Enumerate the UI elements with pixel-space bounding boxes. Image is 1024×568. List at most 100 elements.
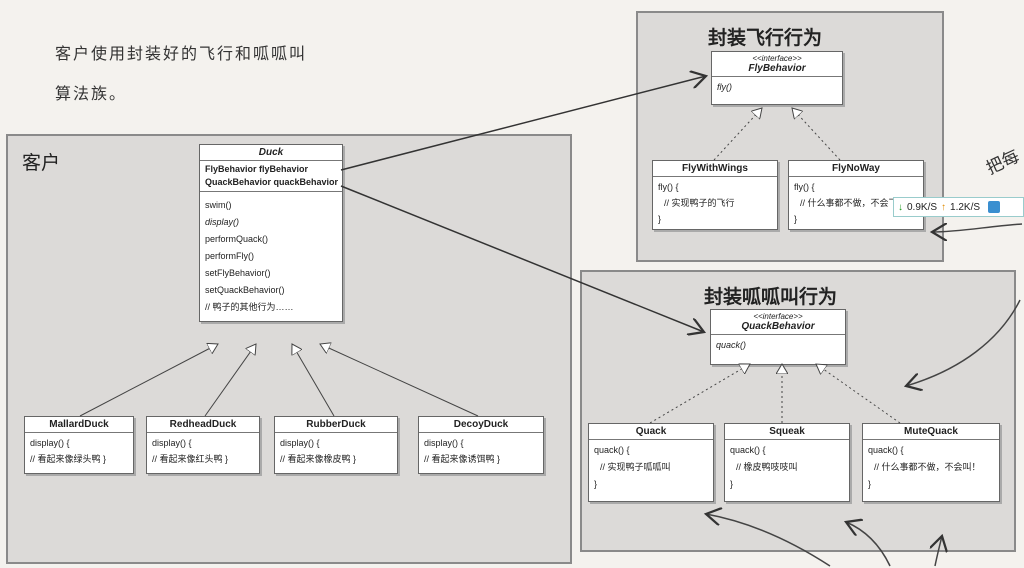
method-line: // 实现鸭子呱呱叫: [600, 462, 671, 472]
method-line: }: [868, 479, 872, 489]
class-name: MallardDuck: [25, 417, 133, 433]
handwritten-arrow: [932, 224, 1023, 232]
client-group-label: 客户: [22, 153, 61, 174]
method-line: quack() {: [594, 445, 630, 455]
handwritten-arrow: [935, 536, 942, 567]
class-methods: display() { // 看起来像橡皮鸭 }: [275, 433, 397, 473]
duck-method: performQuack(): [205, 234, 269, 244]
method-line: // 什么事都不做，不会叫！: [874, 462, 981, 472]
class-name: FlyWithWings: [653, 161, 777, 177]
duck-method: performFly(): [205, 251, 254, 261]
upload-speed: 1.2K/S: [950, 201, 981, 213]
inheritance-line: [320, 344, 479, 417]
note-line-1: 客户使用封装好的飞行和呱呱叫: [55, 44, 308, 63]
duck-method: display(): [205, 217, 240, 227]
fly-behavior-interface: <<interface>> FlyBehavior fly(): [711, 51, 843, 105]
class-methods: fly() { // 什么事都不做，不会飞！ }: [789, 177, 923, 229]
realization-line: [792, 108, 841, 161]
handwritten-arrow: [706, 514, 831, 567]
inheritance-line: [204, 344, 256, 417]
class-name: Squeak: [725, 424, 849, 440]
interface-name: <<interface>> FlyBehavior: [712, 52, 842, 77]
method-line: quack() {: [730, 445, 766, 455]
duck-method: setFlyBehavior(): [205, 268, 271, 278]
association-arrow: [340, 76, 706, 171]
inheritance-line: [79, 344, 218, 417]
network-speed-widget[interactable]: ↓ 0.9K/S ↑ 1.2K/S: [893, 197, 1024, 217]
quack-group-label: 封装呱呱叫行为: [704, 287, 838, 308]
class-name: FlyNoWay: [789, 161, 923, 177]
method-line: // 实现鸭子的飞行: [664, 198, 735, 208]
squeak-class: Squeak quack() { // 橡皮鸭吱吱叫 }: [724, 423, 850, 502]
method-line: // 看起来像绿头鸭 }: [30, 454, 107, 464]
rubber-duck-class: RubberDuck display() { // 看起来像橡皮鸭 }: [274, 416, 398, 474]
method-line: display() {: [424, 438, 464, 448]
duck-field: FlyBehavior flyBehavior: [205, 164, 309, 174]
realization-line: [649, 364, 750, 424]
fly-group-label: 封装飞行行为: [708, 28, 823, 49]
class-methods: quack() { // 橡皮鸭吱吱叫 }: [725, 440, 849, 501]
duck-class: Duck FlyBehavior flyBehavior QuackBehavi…: [199, 144, 343, 322]
note-line-2: 算法族。: [55, 84, 128, 103]
duck-field: QuackBehavior quackBehavior: [205, 177, 339, 187]
method-line: fly() {: [658, 182, 679, 192]
fly-no-way-class: FlyNoWay fly() { // 什么事都不做，不会飞！ }: [788, 160, 924, 230]
class-name: RubberDuck: [275, 417, 397, 433]
download-speed: 0.9K/S: [907, 201, 938, 213]
method-line: }: [730, 479, 734, 489]
class-methods: quack() { // 实现鸭子呱呱叫 }: [589, 440, 713, 501]
method-line: }: [658, 214, 662, 224]
class-name: RedheadDuck: [147, 417, 259, 433]
redhead-duck-class: RedheadDuck display() { // 看起来像红头鸭 }: [146, 416, 260, 474]
interface-method: quack(): [716, 340, 747, 350]
mute-quack-class: MuteQuack quack() { // 什么事都不做，不会叫！ }: [862, 423, 1000, 502]
mallard-duck-class: MallardDuck display() { // 看起来像绿头鸭 }: [24, 416, 134, 474]
interface-stereotype: <<interface>>: [752, 54, 802, 63]
class-methods: fly() { // 实现鸭子的飞行 }: [653, 177, 777, 229]
method-line: }: [594, 479, 598, 489]
handwritten-arrow: [906, 299, 1021, 386]
method-line: display() {: [30, 438, 70, 448]
method-line: // 看起来像诱饵鸭 }: [424, 454, 501, 464]
class-methods: display() { // 看起来像诱饵鸭 }: [419, 433, 543, 473]
handwritten-note: 客户使用封装好的飞行和呱呱叫 算法族。: [55, 40, 307, 104]
handwritten-arrow: [846, 522, 891, 567]
duck-method: swim(): [205, 200, 232, 210]
class-name: MuteQuack: [863, 424, 999, 440]
method-line: display() {: [152, 438, 192, 448]
method-line: // 看起来像橡皮鸭 }: [280, 454, 357, 464]
duck-method: setQuackBehavior(): [205, 285, 285, 295]
class-name: DecoyDuck: [419, 417, 543, 433]
duck-class-name: Duck: [200, 145, 342, 161]
inheritance-line: [292, 344, 335, 417]
interface-name: <<interface>> QuackBehavior: [711, 310, 845, 335]
method-line: }: [794, 214, 798, 224]
association-arrow: [340, 185, 704, 332]
interface-stereotype: <<interface>>: [753, 312, 803, 321]
duck-method: // 鸭子的其他行为……: [205, 302, 294, 312]
duck-methods: swim() display() performQuack() performF…: [200, 192, 342, 321]
quack-behavior-interface: <<interface>> QuackBehavior quack(): [710, 309, 846, 365]
upload-arrow-icon: ↑: [941, 201, 947, 213]
download-arrow-icon: ↓: [898, 201, 903, 213]
class-methods: quack() { // 什么事都不做，不会叫！ }: [863, 440, 999, 501]
decoy-duck-class: DecoyDuck display() { // 看起来像诱饵鸭 }: [418, 416, 544, 474]
interface-title: QuackBehavior: [741, 321, 815, 332]
fly-with-wings-class: FlyWithWings fly() { // 实现鸭子的飞行 }: [652, 160, 778, 230]
class-methods: display() { // 看起来像绿头鸭 }: [25, 433, 133, 473]
method-line: quack() {: [868, 445, 904, 455]
quack-class: Quack quack() { // 实现鸭子呱呱叫 }: [588, 423, 714, 502]
network-monitor-icon[interactable]: [988, 201, 1001, 213]
method-line: fly() {: [794, 182, 815, 192]
interface-title: FlyBehavior: [748, 63, 806, 74]
method-line: display() {: [280, 438, 320, 448]
method-line: // 看起来像红头鸭 }: [152, 454, 229, 464]
realization-line: [816, 364, 901, 424]
method-line: // 什么事都不做，不会飞！: [800, 198, 907, 208]
interface-method: fly(): [717, 82, 732, 92]
class-name: Quack: [589, 424, 713, 440]
class-methods: display() { // 看起来像红头鸭 }: [147, 433, 259, 473]
duck-fields: FlyBehavior flyBehavior QuackBehavior qu…: [200, 161, 342, 192]
method-line: // 橡皮鸭吱吱叫: [736, 462, 798, 472]
